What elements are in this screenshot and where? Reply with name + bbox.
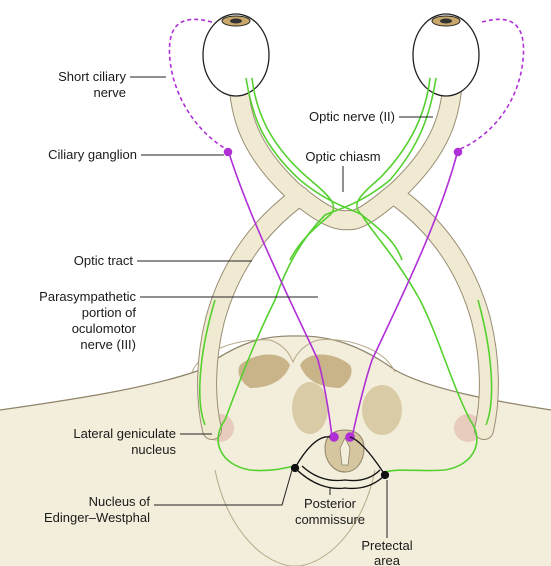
eye-right xyxy=(413,14,479,96)
posterior-commissure-line-1: Posterior xyxy=(304,496,357,511)
optic-chiasm-text: Optic chiasm xyxy=(305,149,380,164)
lateral-geniculate-line-1: Lateral geniculate xyxy=(73,426,176,441)
parasympathetic-line-3: oculomotor xyxy=(72,321,137,336)
short-ciliary-nerve-line-2: nerve xyxy=(93,85,126,100)
pretectal-area-line-2: area xyxy=(374,553,401,566)
optic-nerve-text: Optic nerve (II) xyxy=(309,109,395,124)
edinger-westphal-line-2: Edinger–Westphal xyxy=(44,510,150,525)
optic-tract-label: Optic tract xyxy=(74,253,252,268)
parasympathetic-line-4: nerve (III) xyxy=(80,337,136,352)
pretectal-nucleus-left xyxy=(292,465,299,472)
eye-left xyxy=(203,14,269,96)
ciliary-ganglion-right xyxy=(455,149,462,156)
parasympathetic-line-2: portion of xyxy=(82,305,137,320)
ciliary-ganglion-label: Ciliary ganglion xyxy=(48,147,224,162)
edinger-westphal-left xyxy=(330,433,338,441)
pretectal-area-line-1: Pretectal xyxy=(361,538,412,553)
edinger-westphal-line-1: Nucleus of xyxy=(89,494,151,509)
short-ciliary-nerve-line-1: Short ciliary xyxy=(58,69,126,84)
optic-tract-text: Optic tract xyxy=(74,253,134,268)
short-ciliary-nerve-label: Short ciliary nerve xyxy=(58,69,166,100)
midbrain-section xyxy=(0,336,551,566)
posterior-commissure-line-2: commissure xyxy=(295,512,365,527)
ciliary-ganglion-text: Ciliary ganglion xyxy=(48,147,137,162)
optic-nerve-label: Optic nerve (II) xyxy=(309,109,433,124)
ciliary-ganglion-left xyxy=(225,149,232,156)
lateral-geniculate-line-2: nucleus xyxy=(131,442,176,457)
parasympathetic-line-1: Parasympathetic xyxy=(39,289,136,304)
pretectal-nucleus-right xyxy=(382,472,389,479)
